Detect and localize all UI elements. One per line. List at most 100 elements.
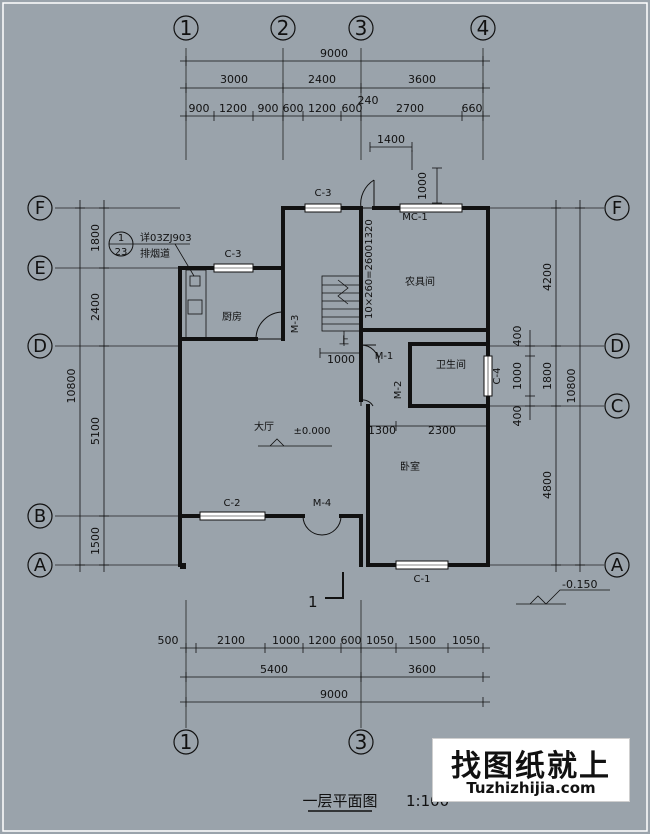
flue-duct [189, 275, 201, 287]
axis-label-3-top: 3 [355, 16, 368, 40]
label-c3-top: C-3 [315, 188, 332, 199]
label-m3: M-3 [290, 315, 301, 334]
label-c1: C-1 [414, 574, 431, 585]
label-mc1: MC-1 [402, 212, 428, 223]
bottom-dimension-lines [180, 643, 490, 707]
top-dimension-lines [180, 56, 490, 204]
dim-bottom-600: 600 [341, 634, 362, 647]
dim-top-2400: 2400 [308, 73, 336, 86]
label-c4: C-4 [492, 368, 503, 385]
doors [255, 179, 380, 536]
axis-label-e-left: E [34, 258, 45, 279]
dim-top-1200a: 1200 [219, 102, 247, 115]
left-axis-bubbles: F E D B A [27, 195, 53, 578]
section-mark [325, 572, 344, 599]
dim-bottom-1000: 1000 [272, 634, 300, 647]
dim-top-600a: 600 [283, 102, 304, 115]
axis-bubble-2-top: 2 [270, 15, 296, 41]
axis-bubble-d-left [27, 333, 53, 359]
detail-sheet: 23 [115, 247, 128, 258]
dim-top-600b: 600 [342, 102, 363, 115]
section-number: 1 [308, 593, 318, 611]
dim-right-inner-400a: 400 [511, 326, 524, 347]
dim-top-900a: 900 [189, 102, 210, 115]
dim-top-total: 9000 [320, 47, 348, 60]
staircase [319, 275, 362, 358]
axis-bubble-a-right [604, 552, 630, 578]
window-mullions [200, 207, 489, 566]
door-m4 [302, 515, 342, 536]
dim-top-900b: 900 [258, 102, 279, 115]
dim-right-inner-400b: 400 [511, 406, 524, 427]
dim-right-total: 10800 [565, 369, 578, 404]
watermark-chinese: 找图纸就上 [451, 749, 611, 784]
axis-bubble-d-right [604, 333, 630, 359]
label-c2: C-2 [224, 498, 241, 509]
top-axis-bubbles: 1 2 3 4 [173, 15, 496, 41]
axis-label-4-top: 4 [477, 16, 490, 40]
stair-dim-1000: 1000 [327, 353, 355, 366]
dim-left-1500: 1500 [89, 527, 102, 555]
dim-top-660: 660 [462, 102, 483, 115]
right-axis-bubbles: F D C A [604, 195, 630, 578]
watermark-url: Tuzhizhijia.com [466, 779, 596, 797]
axis-label-2-top: 2 [277, 16, 290, 40]
dim-bottom-5400: 5400 [260, 663, 288, 676]
axis-label-c-right: C [611, 396, 624, 417]
label-m4: M-4 [313, 498, 332, 509]
axis-label-d-left: D [33, 336, 47, 357]
axis-label-f-right: F [612, 198, 622, 219]
corner-column [180, 563, 186, 569]
dim-top-3600: 3600 [408, 73, 436, 86]
flue-reference: 详03ZJ903 [140, 231, 192, 244]
detail-number: 1 [118, 233, 124, 244]
dim-bottom-500: 500 [158, 634, 179, 647]
axis-bubble-f-right [604, 195, 630, 221]
door-mc1 [360, 179, 375, 209]
axis-label-a-right: A [611, 555, 624, 576]
walls [178, 206, 490, 567]
stair-steps-label: 10×260=2600 [364, 245, 375, 319]
axis-bubble-4-top: 4 [470, 15, 496, 41]
stair-landing-label: 1320 [364, 219, 375, 244]
axis-label-3-bottom: 3 [355, 730, 368, 754]
dim-right-inner-1000: 1000 [511, 362, 524, 390]
dim-bottom-1500: 1500 [408, 634, 436, 647]
dim-left-total: 10800 [65, 369, 78, 404]
outside-level: -0.150 [562, 578, 597, 591]
kitchen-counter [185, 269, 207, 339]
door-m3 [255, 311, 284, 340]
axis-bubble-f-left [27, 195, 53, 221]
dim-stair-1400: 1400 [377, 133, 405, 146]
label-m1: M-1 [375, 351, 394, 362]
axis-label-f-left: F [35, 198, 45, 219]
axis-label-b-left: B [34, 506, 46, 527]
axis-bubble-e-left [27, 255, 53, 281]
flue-label: 排烟道 [140, 247, 170, 260]
dim-bottom-1050a: 1050 [366, 634, 394, 647]
dim-bottom-2100: 2100 [217, 634, 245, 647]
dim-bottom-1050b: 1050 [452, 634, 480, 647]
bedroom-dim-lines [367, 421, 489, 431]
dim-bottom-1200: 1200 [308, 634, 336, 647]
dim-bedroom-2300: 2300 [428, 424, 456, 437]
left-dimension-lines [75, 200, 109, 572]
dim-left-1800: 1800 [89, 224, 102, 252]
axis-bubble-3-bottom [348, 729, 374, 755]
label-m2: M-2 [393, 381, 404, 400]
axis-bubble-c-right [604, 393, 630, 419]
room-bedroom: 卧室 [400, 460, 420, 473]
dim-left-5100: 5100 [89, 417, 102, 445]
stair-break-line [337, 279, 349, 305]
door-m1 [360, 344, 380, 364]
room-kitchen: 厨房 [222, 310, 242, 323]
watermark: 找图纸就上 Tuzhizhijia.com [432, 738, 630, 802]
axis-label-1-top: 1 [180, 16, 193, 40]
axis-bubble-a-left [27, 552, 53, 578]
label-c3-kitchen: C-3 [225, 249, 242, 260]
right-dimension-lines [525, 200, 585, 572]
room-bathroom: 卫生间 [436, 358, 466, 371]
dim-bottom-total: 9000 [320, 688, 348, 701]
